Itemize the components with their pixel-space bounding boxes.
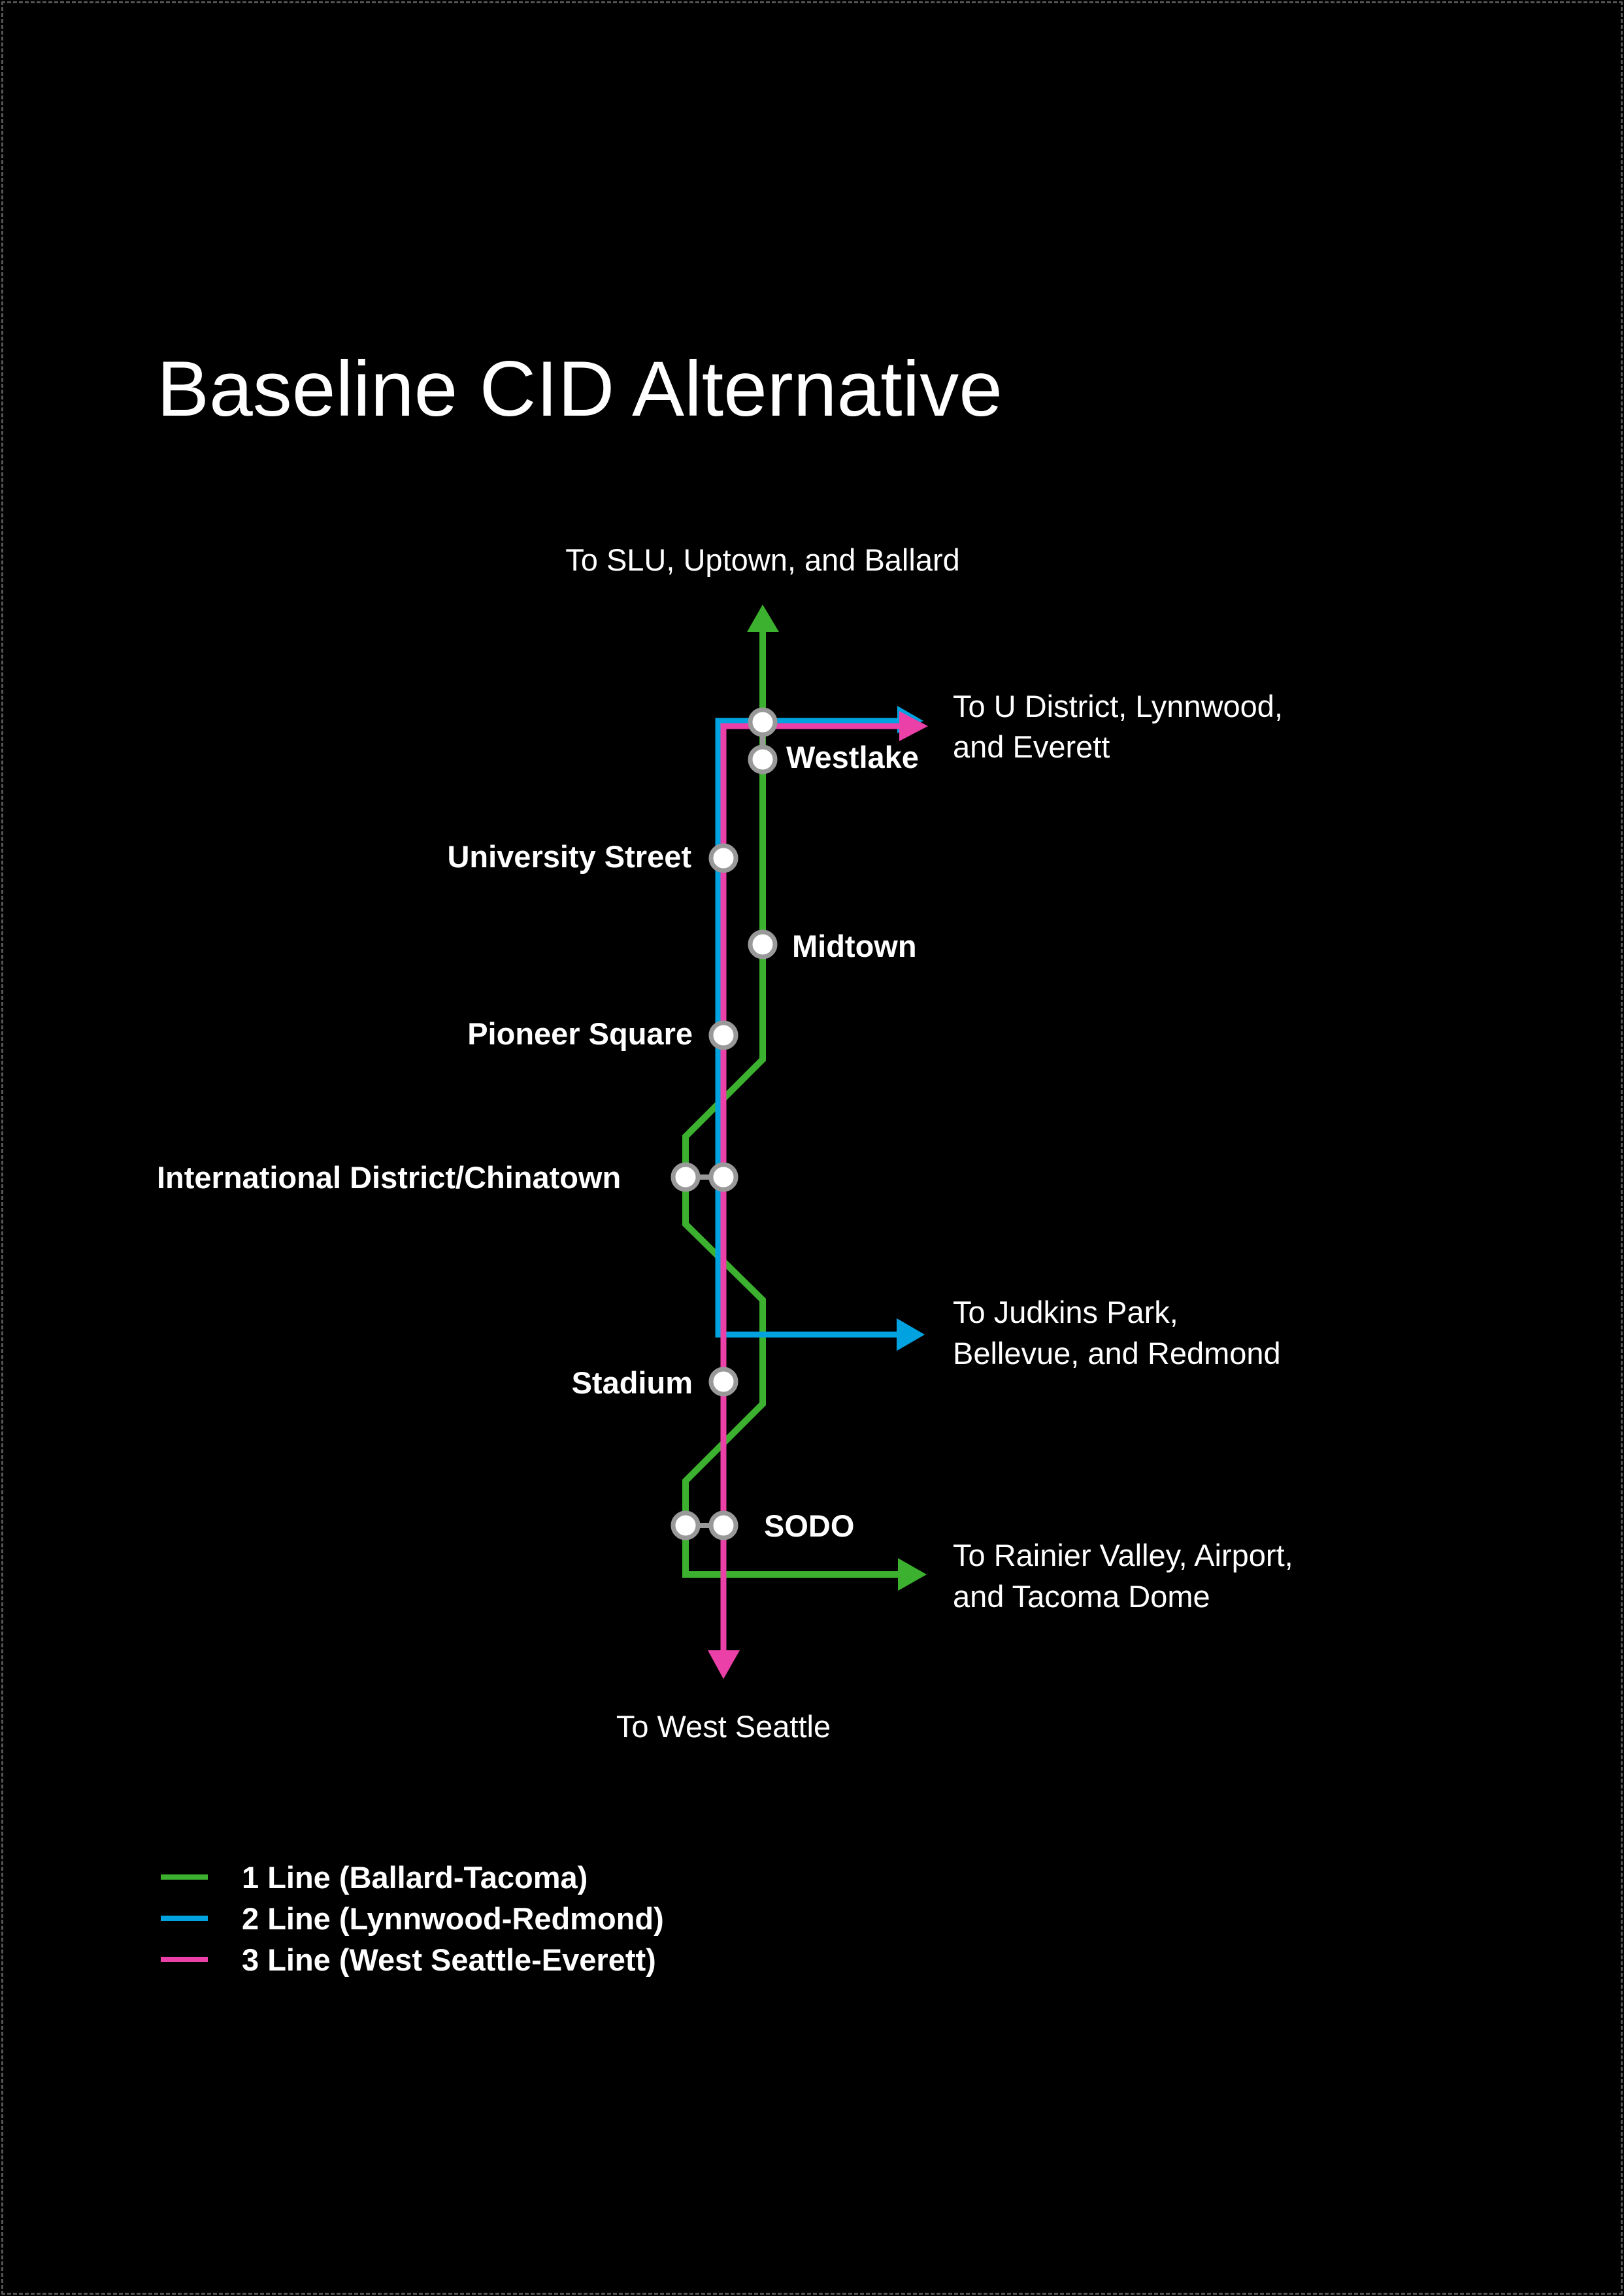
station-pioneer-square xyxy=(708,1020,738,1050)
label-stadium: Stadium xyxy=(571,1365,693,1400)
legend-label-1: 1 Line (Ballard-Tacoma) xyxy=(242,1860,588,1895)
label-university-street: University Street xyxy=(447,839,691,874)
station-id-chinatown-1 xyxy=(671,1162,701,1192)
line-1-arrow-north xyxy=(747,605,779,632)
label-sodo: SODO xyxy=(764,1508,855,1543)
label-westlake: Westlake xyxy=(786,740,919,774)
legend-label-2: 2 Line (Lynnwood-Redmond) xyxy=(242,1901,664,1936)
station-sodo-2 xyxy=(708,1510,738,1540)
line-1-green xyxy=(682,627,902,1578)
dest-southeast-line1: To Rainier Valley, Airport, xyxy=(953,1538,1293,1572)
station-westlake xyxy=(748,744,778,774)
station-university-street xyxy=(708,843,738,873)
dest-east-line1: To Judkins Park, xyxy=(953,1295,1178,1329)
line-3-arrow-south xyxy=(708,1650,740,1679)
legend-label-3: 3 Line (West Seattle-Everett) xyxy=(242,1942,656,1977)
station-westlake-upper xyxy=(748,707,778,737)
dest-northeast-line2: and Everett xyxy=(953,729,1110,764)
label-id-chinatown: International District/Chinatown xyxy=(157,1160,621,1195)
label-midtown: Midtown xyxy=(792,929,917,963)
line-3-pink xyxy=(720,723,902,1654)
station-stadium xyxy=(708,1367,738,1397)
dest-north: To SLU, Uptown, and Ballard xyxy=(565,542,960,577)
dest-east-line2: Bellevue, and Redmond xyxy=(953,1336,1281,1371)
dest-northeast-line1: To U District, Lynnwood, xyxy=(953,689,1283,724)
page-title: Baseline CID Alternative xyxy=(157,345,1003,433)
label-pioneer-square: Pioneer Square xyxy=(467,1016,693,1051)
line-3-arrow-northeast xyxy=(899,711,928,741)
line-1-arrow-southeast xyxy=(898,1558,927,1591)
line-2-arrow-east xyxy=(897,1318,925,1351)
dest-south: To West Seattle xyxy=(616,1709,831,1744)
station-sodo-1 xyxy=(671,1510,701,1540)
line-2-blue xyxy=(715,718,902,1338)
dest-southeast-line2: and Tacoma Dome xyxy=(953,1579,1210,1614)
station-midtown xyxy=(748,929,778,959)
station-id-chinatown-2 xyxy=(708,1162,738,1192)
